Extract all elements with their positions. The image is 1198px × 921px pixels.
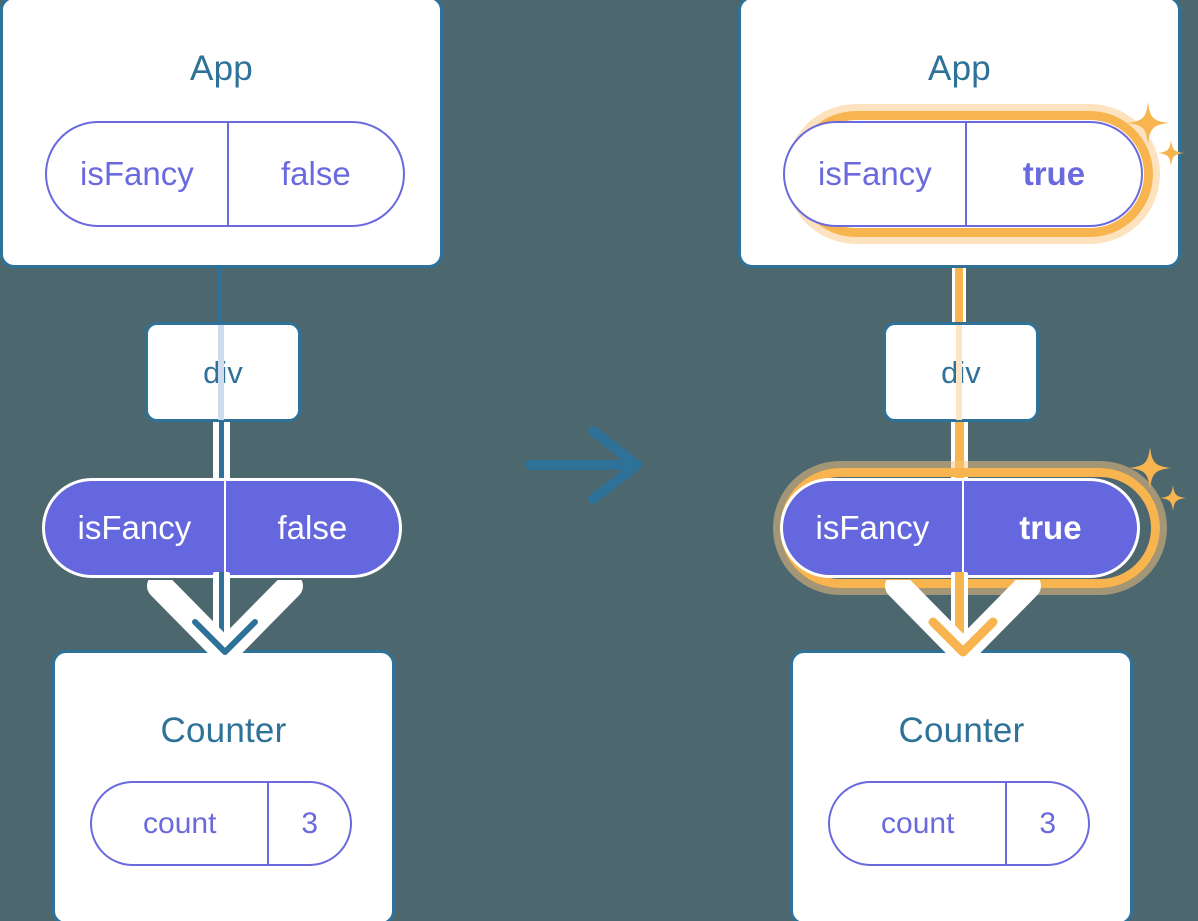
- counter-state-value-after: 3: [1005, 783, 1088, 864]
- counter-title-before: Counter: [160, 711, 287, 750]
- counter-state-pill-before: count 3: [90, 781, 352, 866]
- counter-state-name-after: count: [881, 806, 955, 840]
- connector-through-div-after: [956, 325, 962, 420]
- connector-line: [218, 325, 224, 420]
- counter-state-name-before: count: [143, 806, 217, 840]
- connector-app-to-div-before: [217, 265, 223, 327]
- connector-line: [219, 418, 224, 488]
- app-state-pill-after: isFancy true: [783, 121, 1143, 227]
- passed-state-pill-before: isFancy false: [42, 478, 402, 578]
- app-state-pill-before: isFancy false: [45, 121, 405, 227]
- connector-line: [955, 265, 963, 327]
- passed-state-value-after: true: [961, 481, 1137, 575]
- connector-line: [955, 418, 964, 488]
- passed-state-name-after: isFancy: [815, 509, 930, 546]
- counter-state-value-before: 3: [267, 783, 350, 864]
- counter-title-after: Counter: [898, 711, 1025, 750]
- app-title-before: App: [190, 49, 253, 88]
- app-state-name-before: isFancy: [80, 155, 194, 192]
- connector-through-div-before: [218, 325, 224, 420]
- passed-state-name-before: isFancy: [77, 509, 192, 546]
- app-component-box-before: App isFancy false: [0, 0, 443, 268]
- connector-line: [956, 325, 962, 420]
- app-state-value-before: false: [226, 123, 403, 225]
- passed-state-pill-after: isFancy true: [780, 478, 1140, 578]
- diagram-after-panel: App isFancy true div isFancy: [738, 0, 1198, 921]
- app-state-value-after: true: [964, 123, 1141, 225]
- counter-state-pill-after: count 3: [828, 781, 1090, 866]
- connector-app-to-div-after: [952, 265, 966, 327]
- arrow-right-icon: [525, 425, 655, 505]
- connector-state-to-counter-after: [951, 572, 968, 644]
- connector-line: [955, 572, 964, 644]
- connector-line: [218, 265, 222, 327]
- passed-state-value-before: false: [223, 481, 399, 575]
- connector-line: [219, 572, 224, 644]
- connector-state-to-counter-before: [213, 572, 230, 644]
- connector-div-to-state-before: [213, 418, 230, 488]
- app-component-box-after: App isFancy true: [738, 0, 1181, 268]
- app-title-after: App: [928, 49, 991, 88]
- app-state-name-after: isFancy: [818, 155, 932, 192]
- diagram-before-panel: App isFancy false div isFancy false: [0, 0, 460, 921]
